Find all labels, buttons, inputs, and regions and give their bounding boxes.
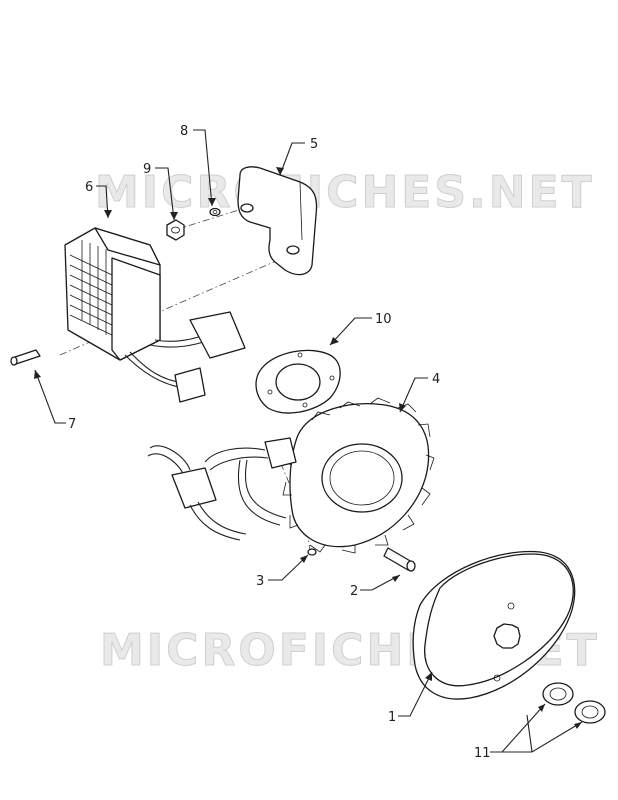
part-2-bolt <box>383 547 416 572</box>
part-11-washers <box>542 682 606 724</box>
callout-8: 8 <box>180 124 188 139</box>
part-9-nut <box>166 219 185 241</box>
alignment-line-upper <box>59 254 291 356</box>
part-5-bracket <box>237 166 318 276</box>
callout-9: 9 <box>143 162 151 177</box>
part-6-regulator <box>64 227 246 403</box>
leader-lines <box>34 129 583 753</box>
part-3-screw <box>307 548 317 556</box>
part-10-gasket <box>255 349 341 414</box>
callout-6: 6 <box>85 180 93 195</box>
part-4-stator <box>147 397 435 554</box>
callout-3: 3 <box>256 574 264 589</box>
callout-2: 2 <box>350 584 358 599</box>
callout-10: 10 <box>375 312 392 327</box>
callout-1: 1 <box>388 710 396 725</box>
callout-5: 5 <box>310 137 318 152</box>
callout-7: 7 <box>68 417 76 432</box>
callout-4: 4 <box>432 372 440 387</box>
watermark-top: MICROFICHES.NET <box>95 167 595 218</box>
callout-11: 11 <box>474 746 491 761</box>
part-8-washer <box>209 207 221 217</box>
part-7-bolt <box>10 349 41 366</box>
part-1-flywheel <box>412 550 576 700</box>
alignment-line-nut <box>174 207 246 231</box>
